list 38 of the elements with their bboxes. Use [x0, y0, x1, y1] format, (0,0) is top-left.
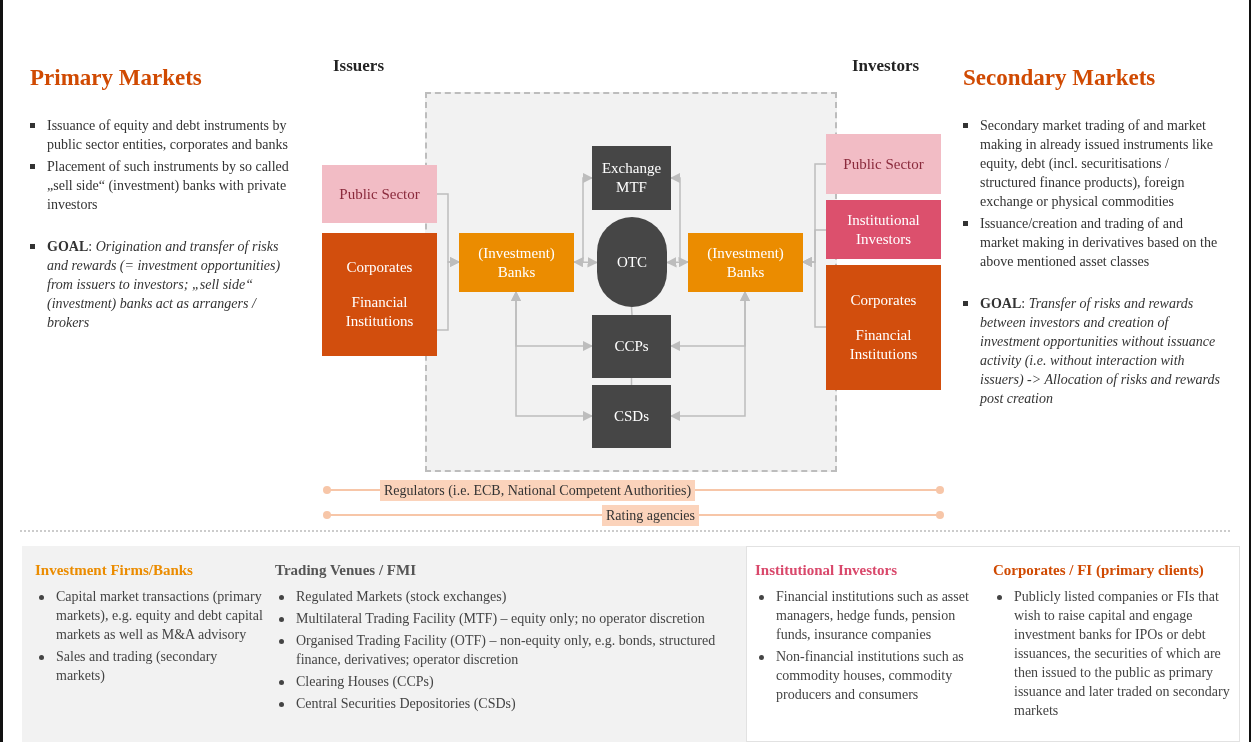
- bullet-text: Sales and trading (secondary markets): [56, 647, 219, 685]
- goal-text: GOAL: Origination and transfer of risks and rewards (= investment opportunities) from issuers to investors; „sell side“ (investment) banks act as arrangers / brokers: [47, 237, 282, 332]
- bullet-text: Placement of such instruments by so called „sell side“ (investment) banks with private investors: [47, 157, 290, 214]
- bullet-text: Non-financial institutions such as commodity houses, commodity producers and consumers: [776, 647, 965, 704]
- rating-band: Rating agencies: [602, 505, 700, 526]
- sector-box: Corporates Financial Institutions: [826, 265, 941, 390]
- venue-box: CCPs: [592, 315, 671, 378]
- bullet-text: Central Securities Depositories (CSDs): [296, 694, 516, 713]
- section-heading: Primary Markets: [30, 64, 203, 92]
- goal-text: GOAL: Transfer of risks and rewards between investors and creation of investment opportunities without issuance activity (i.e. without interaction with issuers) -> Allocation of risks and rewards post creation: [980, 294, 1221, 408]
- bullet-text: Capital market transactions (primary markets), e.g. equity and debt capital markets as well as M&A advisory: [56, 587, 264, 644]
- bullet-text: Regulated Markets (stock exchanges): [296, 587, 507, 606]
- sector-box: Institutional Investors: [826, 200, 941, 259]
- regulator-band: Regulators (i.e. ECB, National Competent Authorities): [380, 480, 696, 501]
- venue-box: Exchange MTF: [592, 146, 671, 210]
- column-heading: Investors: [852, 55, 920, 77]
- category-heading: Corporates / FI (primary clients): [993, 561, 1205, 580]
- connector-arrow: [436, 256, 461, 331]
- bank-box: (Investment) Banks: [688, 233, 803, 292]
- bank-box: (Investment) Banks: [459, 233, 574, 292]
- sector-box: Corporates Financial Institutions: [322, 233, 437, 356]
- section-heading: Secondary Markets: [963, 64, 1157, 92]
- bullet-text: Organised Trading Facility (OTF) – non-equity only, e.g. bonds, structured finance, derivatives; operator discretion: [296, 631, 717, 669]
- sector-box: Public Sector: [826, 134, 941, 194]
- venue-box: CSDs: [592, 385, 671, 448]
- category-heading: Investment Firms/Banks: [35, 561, 194, 580]
- category-heading: Institutional Investors: [755, 561, 899, 580]
- bullet-text: Financial institutions such as asset managers, hedge funds, pension funds, insurance companies: [776, 587, 970, 644]
- bullet-text: Publicly listed companies or FIs that wish to raise capital and engage investment banks for IPOs or debt issuances, the securities of which are then issued to the public as primary issuance and later traded on secondary markets: [1014, 587, 1231, 720]
- bullet-text: Issuance of equity and debt instruments by public sector entities, corporates and banks: [47, 116, 290, 154]
- bullet-text: Issuance/creation and trading of and market making in derivatives based on the above mentioned asset classes: [980, 214, 1219, 271]
- column-heading: Issuers: [333, 55, 384, 77]
- category-heading: Trading Venues / FMI: [275, 561, 417, 580]
- bullet-text: Multilateral Trading Facility (MTF) – equity only; no operator discretion: [296, 609, 705, 628]
- sector-box: Public Sector: [322, 165, 437, 223]
- connector-arrow: [510, 290, 594, 422]
- bullet-text: Secondary market trading of and market making in already issued instruments like equity, debt (incl. securitisations / structured finance products), foreign exchange or physical commodities: [980, 116, 1214, 211]
- bullet-text: Clearing Houses (CCPs): [296, 672, 434, 691]
